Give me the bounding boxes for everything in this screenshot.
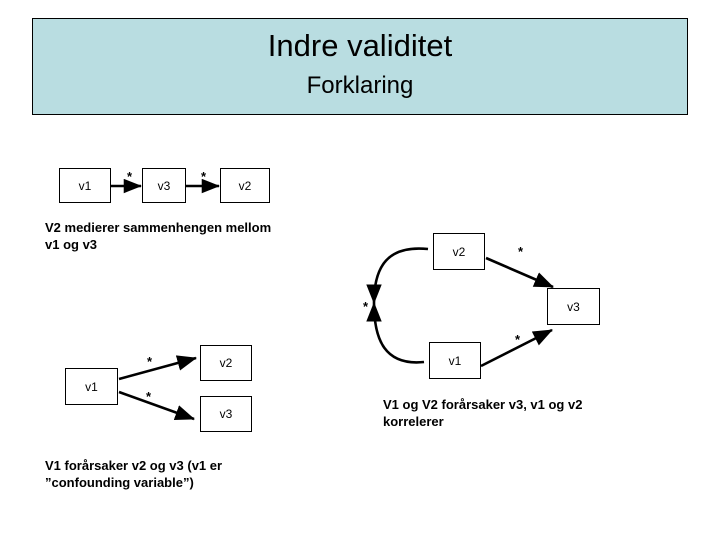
arrow-v1-to-v2: [118, 355, 198, 381]
node-label: v3: [157, 178, 171, 193]
node-label: v2: [452, 244, 466, 259]
node-label: v2: [219, 356, 233, 370]
node-label: v3: [567, 299, 580, 314]
node-confounding-v1[interactable]: v1: [65, 368, 118, 405]
edge-label-confounding-1: *: [147, 354, 153, 369]
page-title: Indre validitet: [267, 28, 453, 63]
node-mediation-v2[interactable]: v2: [220, 168, 270, 203]
edge-label-common-cause-2: *: [363, 299, 369, 314]
arrow-v1-to-v3: [118, 390, 195, 421]
node-common-cause-v3[interactable]: v3: [547, 288, 600, 325]
edge-label-mediation-1: *: [127, 169, 133, 184]
diagram-confounding-arrows: [118, 355, 198, 421]
node-label: v2: [238, 178, 252, 193]
node-common-cause-v1[interactable]: v1: [429, 342, 481, 379]
curve-v1-to-v2-lower: [366, 301, 425, 364]
node-label: v1: [85, 379, 98, 394]
node-confounding-v2[interactable]: v2: [200, 345, 252, 381]
page-subtitle: Forklaring: [306, 72, 414, 99]
caption-confounding: V1 forårsaker v2 og v3 (v1 er ”confoundi…: [45, 458, 223, 490]
node-label: v1: [78, 178, 92, 193]
header-banner: Indre validitet Forklaring: [32, 18, 688, 115]
caption-common-cause: V1 og V2 forårsaker v3, v1 og v2 korrele…: [383, 397, 583, 429]
arrow-v2-to-v3: [485, 256, 554, 289]
node-label: v3: [219, 407, 233, 421]
curve-v2-to-v1-upper: [366, 247, 429, 305]
edge-label-mediation-2: *: [201, 169, 207, 184]
edge-label-confounding-2: *: [146, 389, 152, 404]
edge-label-common-cause-3: *: [515, 332, 521, 347]
caption-mediation: V2 medierer sammenhengen mellom v1 og v3: [45, 220, 272, 252]
edge-label-common-cause-1: *: [518, 244, 524, 259]
node-common-cause-v2[interactable]: v2: [433, 233, 485, 270]
node-mediation-v1[interactable]: v1: [59, 168, 111, 203]
node-label: v1: [448, 353, 462, 368]
node-mediation-v3[interactable]: v3: [142, 168, 186, 203]
node-confounding-v3[interactable]: v3: [200, 396, 252, 432]
